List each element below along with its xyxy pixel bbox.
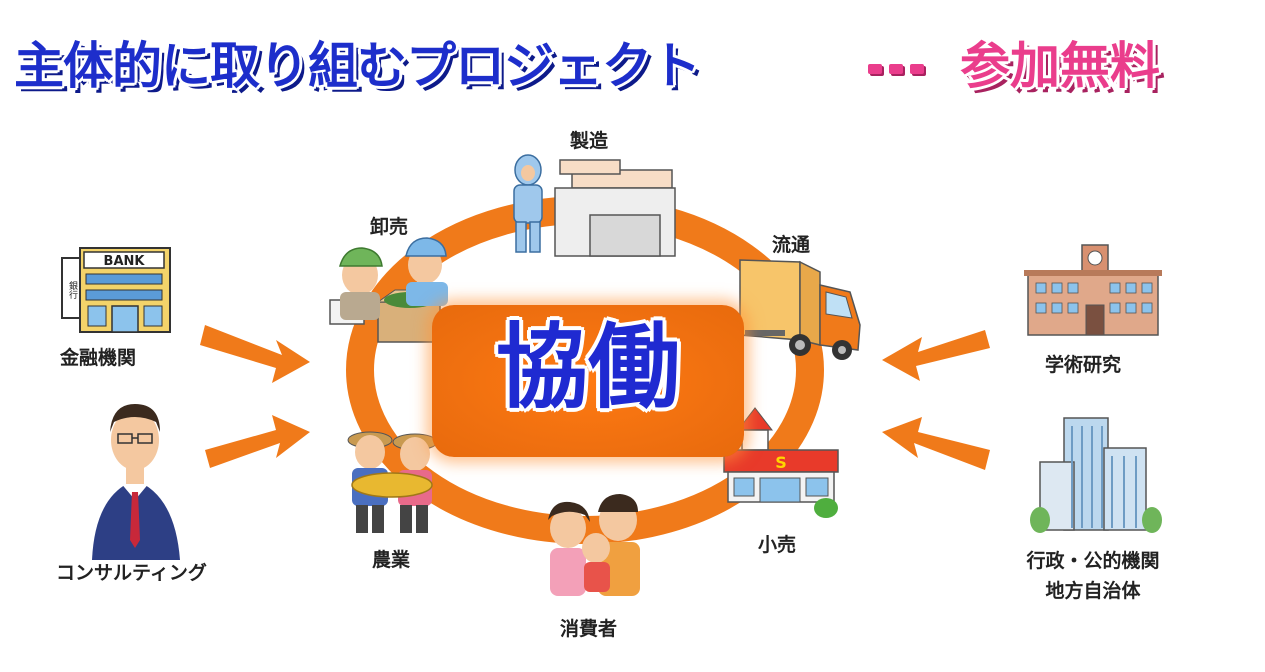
- label-retail: 小売: [758, 534, 797, 556]
- label-consumer: 消費者: [560, 618, 618, 640]
- collaboration-label: 協働: [495, 314, 680, 421]
- collaboration-center-box: [432, 305, 744, 457]
- label-finance: 金融機関: [60, 347, 137, 369]
- consultant-icon: [92, 404, 180, 560]
- arrow-consulting: [205, 415, 310, 468]
- page-title: 主体的に取り組むプロジェクト: [14, 37, 701, 95]
- label-agriculture: 農業: [372, 549, 411, 571]
- label-academia: 学術研究: [1045, 354, 1122, 376]
- label-wholesale: 卸売: [370, 216, 409, 238]
- government-building-icon: [1030, 417, 1162, 533]
- university-icon: [1024, 244, 1162, 336]
- family-icon: [548, 494, 640, 596]
- arrow-government: [882, 417, 990, 470]
- ellipsis-dot: [889, 64, 903, 74]
- wholesale-workers-icon: [329, 237, 448, 343]
- ellipsis-dot: [910, 64, 924, 74]
- label-consulting: コンサルティング: [56, 562, 207, 584]
- label-distribution: 流通: [772, 234, 811, 256]
- arrow-finance: [200, 325, 310, 383]
- factory-icon: [513, 154, 676, 257]
- svg-text:S: S: [775, 453, 787, 472]
- label-government-line1: 行政・公的機関: [1026, 550, 1160, 572]
- title-ellipsis: [868, 64, 924, 74]
- label-manufacturing: 製造: [570, 130, 609, 152]
- bank-side-text: 銀行: [67, 280, 78, 300]
- truck-icon: [739, 259, 861, 360]
- ellipsis-dot: [868, 64, 882, 74]
- farmers-icon: [347, 431, 438, 533]
- label-government-line2: 地方自治体: [1045, 580, 1141, 602]
- retail-store-icon: S: [723, 407, 839, 518]
- bank-sign-text: BANK: [104, 254, 146, 269]
- free-badge: 参加無料: [960, 37, 1160, 95]
- arrow-academia: [882, 330, 990, 381]
- bank-icon: [61, 247, 171, 333]
